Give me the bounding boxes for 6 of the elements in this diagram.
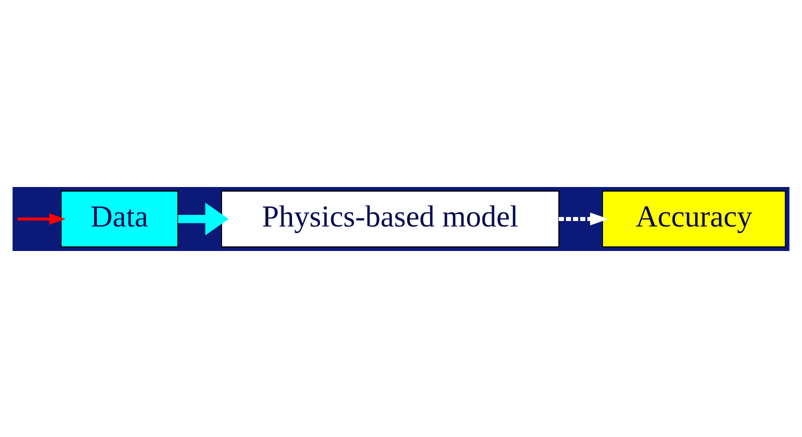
arrow xyxy=(178,202,229,235)
arrow xyxy=(17,212,66,224)
node-box: Data xyxy=(60,190,178,247)
arrow xyxy=(558,212,608,225)
node-box: Accuracy xyxy=(602,190,786,247)
node-box: Physics-based model xyxy=(221,190,560,247)
